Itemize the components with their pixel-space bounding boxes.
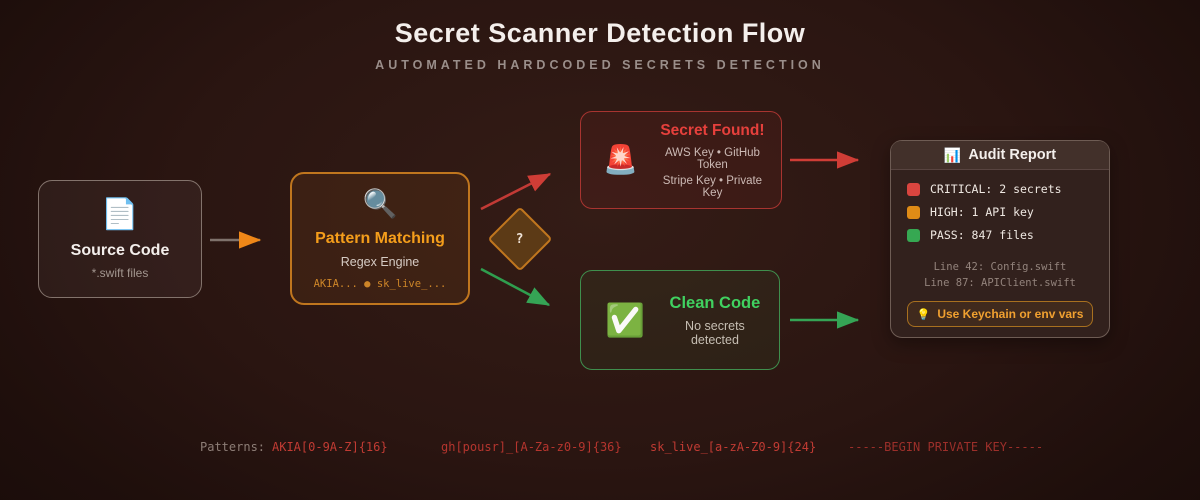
critical-label: CRITICAL: 2 secrets <box>930 182 1062 196</box>
node-source-code: 📄 Source Code *.swift files <box>38 180 202 298</box>
node-pattern-matching: 🔍 Pattern Matching Regex Engine AKIA... … <box>290 172 470 305</box>
audit-report-title: Audit Report <box>968 147 1057 163</box>
document-icon: 📄 <box>101 198 139 231</box>
node-secret-found: 🚨 Secret Found! AWS Key • GitHub Token S… <box>580 111 782 209</box>
finding-line-2: Line 87: APIClient.swift <box>924 277 1076 289</box>
high-label: HIGH: 1 API key <box>930 205 1034 219</box>
high-color-swatch <box>907 205 920 219</box>
page-title: Secret Scanner Detection Flow <box>394 18 806 48</box>
patterns-strip: Patterns: AKIA[0-9A-Z]{16} gh[pousr]_[A-… <box>0 440 1200 460</box>
siren-icon: 🚨 <box>603 144 638 175</box>
use-keychain-button-label: Use Keychain or env vars <box>937 307 1084 321</box>
bar-chart-icon: 📊 <box>943 146 962 163</box>
clean-node-title: Clean Code <box>669 293 761 312</box>
magnifier-icon: 🔍 <box>362 187 398 219</box>
node-clean-code: ✅ Clean Code No secrets detected <box>580 270 780 370</box>
diagram-header: Secret Scanner Detection Flow AUTOMATED … <box>0 18 1200 72</box>
decision-diamond: ? <box>487 206 553 272</box>
decision-label: ? <box>516 231 524 247</box>
secret-node-line2: Stripe Key • Private Key <box>662 174 763 199</box>
clean-node-subtitle: No secrets detected <box>685 318 745 347</box>
pattern-private-key-regex: -----BEGIN PRIVATE KEY----- <box>848 440 1044 454</box>
legend-row-pass: PASS: 847 files <box>907 228 1093 242</box>
lightbulb-icon: 💡 <box>916 308 931 321</box>
finding-line-1: Line 42: Config.swift <box>933 261 1067 273</box>
pattern-stripe-key-regex: sk_live_[a-zA-Z0-9]{24} <box>650 440 817 454</box>
audit-findings: Line 42: Config.swift Line 87: APIClient… <box>907 259 1093 291</box>
pattern-node-code-sample: AKIA... ● sk_live_... <box>313 277 447 290</box>
arrow-pattern-to-clean <box>480 267 551 307</box>
patterns-label: Patterns: <box>200 440 266 454</box>
pattern-github-token-regex: gh[pousr]_[A-Za-z0-9]{36} <box>441 440 622 454</box>
audit-report-header: 📊 Audit Report <box>891 141 1109 170</box>
critical-color-swatch <box>907 182 920 196</box>
arrow-pattern-to-secret <box>480 172 552 211</box>
page-subtitle: AUTOMATED HARDCODED SECRETS DETECTION <box>375 58 825 72</box>
source-node-subtitle: *.swift files <box>91 266 149 280</box>
legend-row-critical: CRITICAL: 2 secrets <box>907 182 1093 196</box>
use-keychain-button[interactable]: 💡 Use Keychain or env vars <box>907 301 1093 327</box>
pattern-aws-key-regex: AKIA[0-9A-Z]{16} <box>272 440 388 454</box>
pattern-node-subtitle: Regex Engine <box>340 254 420 269</box>
source-node-title: Source Code <box>70 242 170 259</box>
pattern-node-title: Pattern Matching <box>315 229 445 247</box>
checkmark-icon: ✅ <box>605 302 645 338</box>
audit-report-panel: 📊 Audit Report CRITICAL: 2 secrets HIGH:… <box>890 140 1110 338</box>
secret-node-title: Secret Found! <box>660 121 765 139</box>
secret-node-line1: AWS Key • GitHub Token <box>664 146 760 171</box>
pass-color-swatch <box>907 228 920 242</box>
legend-row-high: HIGH: 1 API key <box>907 205 1093 219</box>
pass-label: PASS: 847 files <box>930 228 1034 242</box>
